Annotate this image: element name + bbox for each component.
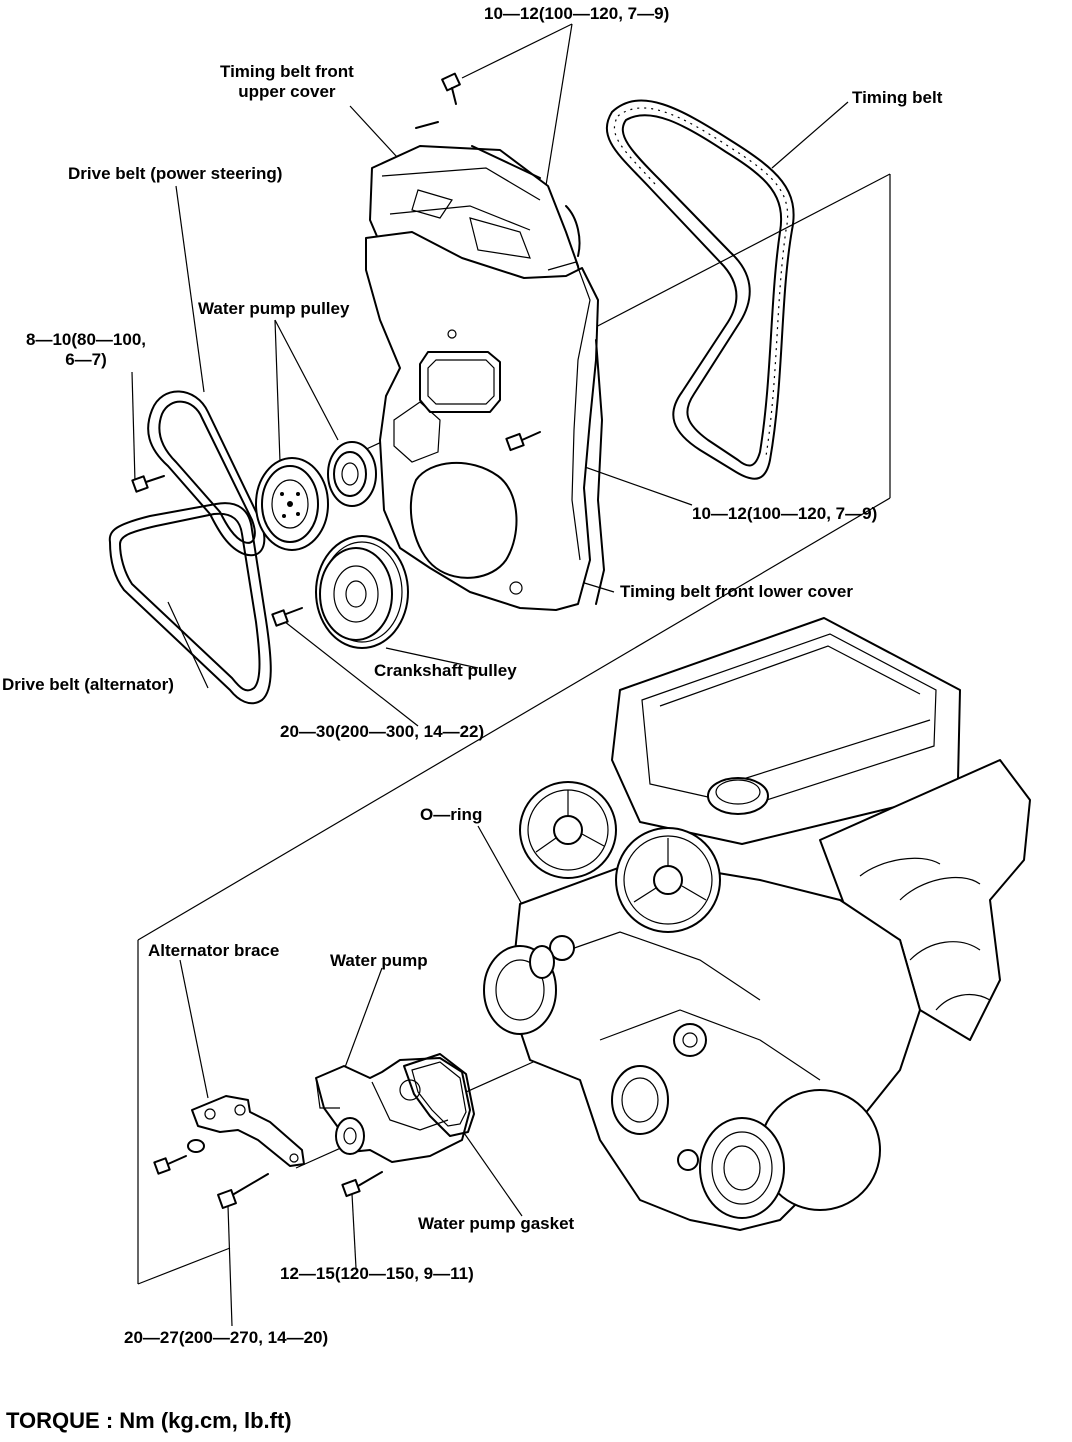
water-pump-pulley — [255, 457, 329, 551]
water-pump-label: Water pump — [330, 951, 428, 970]
torque-units-footer: TORQUE : Nm (kg.cm, lb.ft) — [6, 1408, 292, 1433]
alternator-brace — [191, 1095, 305, 1167]
torque-label-crank-bolt: 20—30(200—300, 14—22) — [280, 722, 485, 741]
drive-belt-power-steering — [147, 390, 266, 557]
drive-belt-alt-label: Drive belt (alternator) — [2, 675, 174, 694]
timing-belt — [606, 99, 795, 480]
water-pump-gasket-label: Water pump gasket — [418, 1214, 575, 1233]
water-pump-hub — [327, 441, 377, 507]
torque-label-brace-bolt: 20—27(200—270, 14—20) — [124, 1328, 329, 1347]
crankshaft-pulley-label: Crankshaft pulley — [374, 661, 517, 680]
alternator-brace-label: Alternator brace — [148, 941, 280, 960]
crankshaft-pulley — [315, 535, 409, 649]
long-brace-bolt-icon — [217, 1173, 269, 1209]
timing-belt-lower-cover — [365, 231, 605, 611]
torque-label-pulley-bolt: 8—10(80—100, 6—7) — [26, 330, 147, 369]
drive-belt-ps-label: Drive belt (power steering) — [68, 164, 283, 183]
cover-bolt-top-icon — [441, 72, 461, 105]
o-ring-label: O—ring — [420, 805, 483, 824]
torque-label-upper-cover-bolt: 10—12(100—120, 7—9) — [484, 4, 670, 23]
lower-cover-bolt-icon — [505, 431, 541, 452]
upper-cover-label: Timing belt front upper cover — [220, 62, 354, 101]
engine-block — [483, 617, 1031, 1231]
brace-bolt-icon — [153, 1155, 187, 1175]
lower-cover-label: Timing belt front lower cover — [620, 582, 853, 601]
torque-label-lower-cover-bolt: 10—12(100—120, 7—9) — [692, 504, 878, 523]
torque-label-pump-bolt: 12—15(120—150, 9—11) — [280, 1264, 474, 1283]
water-pump — [315, 1057, 471, 1163]
pulley-bolt-icon — [131, 475, 165, 493]
timing-belt-label: Timing belt — [852, 88, 943, 107]
pump-bolt-icon — [341, 1171, 383, 1198]
brace-washer-icon — [187, 1139, 205, 1153]
crank-bolt-icon — [271, 607, 303, 627]
drive-belt-alternator — [108, 502, 272, 705]
water-pump-pulley-label: Water pump pulley — [198, 299, 350, 318]
water-pump-gasket — [403, 1053, 475, 1137]
